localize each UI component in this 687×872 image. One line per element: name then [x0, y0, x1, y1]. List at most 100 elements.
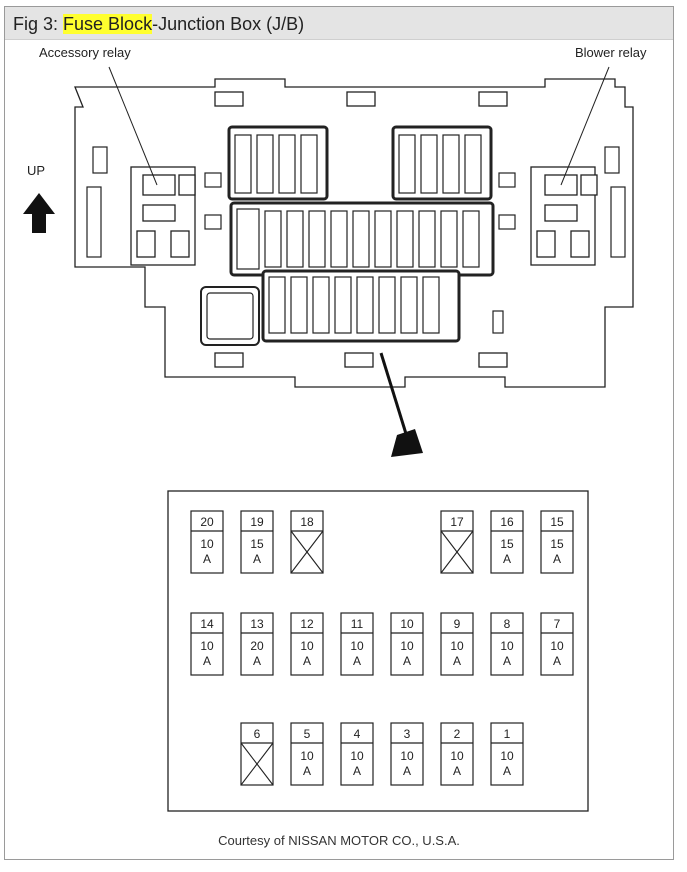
side-connectors	[86, 146, 626, 258]
fuse-cell-outline	[290, 722, 324, 786]
accessory-relay-label: Accessory relay	[39, 45, 131, 60]
fuse-11: 11 10A	[340, 612, 374, 676]
fuse-cell-outline	[190, 612, 224, 676]
fuse-cell-outline	[490, 722, 524, 786]
blower-relay-label: Blower relay	[575, 45, 647, 60]
empty-slot-cross	[240, 742, 274, 786]
fuse-unit: A	[253, 552, 261, 566]
fuse-number: 7	[554, 617, 561, 631]
fuse-cell-outline	[440, 612, 474, 676]
fuse-amp: 20	[250, 639, 264, 653]
fuse-cell-outline	[390, 722, 424, 786]
junction-box-diagram: Accessory relay Blower relay UP	[23, 45, 647, 812]
fuse-cell-outline	[340, 612, 374, 676]
fuse-18: 18	[290, 510, 324, 574]
caption: Courtesy of NISSAN MOTOR CO., U.S.A.	[218, 833, 460, 848]
fuse-unit: A	[303, 764, 311, 778]
fuse-amp: 10	[350, 749, 364, 763]
fuse-cell-outline	[190, 510, 224, 574]
fuse-cell-outline	[490, 612, 524, 676]
fuse-number: 6	[254, 727, 261, 741]
junction-box-outline	[74, 78, 634, 388]
fuse-number: 10	[400, 617, 414, 631]
fuse-amp: 10	[300, 749, 314, 763]
fuse-unit: A	[453, 654, 461, 668]
middle-fuse-row	[229, 201, 495, 277]
fuse-unit: A	[453, 764, 461, 778]
fuse-number: 2	[454, 727, 461, 741]
figure-frame: Fig 3: Fuse Block-Junction Box (J/B) Acc…	[4, 6, 674, 860]
fuse-amp: 10	[300, 639, 314, 653]
fuse-cell-outline	[240, 510, 274, 574]
fuse-unit: A	[403, 764, 411, 778]
fuse-2: 2 10A	[440, 722, 474, 786]
fuse-number: 11	[351, 617, 364, 631]
empty-slot-cross	[440, 530, 474, 574]
fuse-cell-outline	[290, 510, 324, 574]
fuse-amp: 10	[400, 749, 414, 763]
lower-fuse-row	[261, 269, 461, 343]
title-prefix: Fig 3:	[13, 14, 64, 34]
accessory-relay-block	[130, 166, 196, 266]
fuse-unit: A	[253, 654, 261, 668]
fuse-number: 8	[504, 617, 511, 631]
fuse-cell-outline	[440, 722, 474, 786]
fuse-amp: 15	[500, 537, 514, 551]
fuse-unit: A	[303, 654, 311, 668]
blower-relay-leader	[560, 66, 610, 186]
title-suffix: -Junction Box (J/B)	[152, 14, 305, 34]
fuse-5: 5 10A	[290, 722, 324, 786]
fuse-unit: A	[203, 552, 211, 566]
fuse-amp: 10	[500, 639, 514, 653]
fuse-cell-outline	[240, 612, 274, 676]
fuse-amp: 10	[500, 749, 514, 763]
fuse-unit: A	[503, 552, 511, 566]
up-label: UP	[27, 163, 45, 178]
fuse-amp: 10	[400, 639, 414, 653]
fuse-number: 1	[504, 727, 511, 741]
fuse-16: 16 15A	[490, 510, 524, 574]
pointer-arrow-shaft	[379, 352, 409, 438]
title-highlight: Fuse Block	[63, 14, 153, 34]
fuse-cell-outline	[440, 510, 474, 574]
fuse-amp: 10	[200, 537, 214, 551]
fuse-amp: 10	[200, 639, 214, 653]
fuse-number: 17	[450, 515, 464, 529]
fuse-3: 3 10A	[390, 722, 424, 786]
fuse-number: 18	[300, 515, 314, 529]
fuse-unit: A	[503, 654, 511, 668]
upper-right-fuse-group	[391, 125, 493, 201]
fuse-unit: A	[203, 654, 211, 668]
fuse-cell-outline	[340, 722, 374, 786]
fuse-unit: A	[503, 764, 511, 778]
fuse-cell-outline	[290, 612, 324, 676]
top-connectors	[214, 91, 508, 368]
fuse-unit: A	[553, 552, 561, 566]
fuse-number: 3	[404, 727, 411, 741]
fuse-number: 9	[454, 617, 461, 631]
fuse-amp: 10	[450, 749, 464, 763]
fuse-number: 5	[304, 727, 311, 741]
fuse-cell-outline	[540, 612, 574, 676]
fuse-cell-outline	[240, 722, 274, 786]
fuse-number: 16	[500, 515, 514, 529]
fuse-layout-panel	[167, 490, 589, 812]
fuse-number: 15	[550, 515, 564, 529]
blower-relay-block	[530, 166, 598, 266]
fuse-number: 19	[250, 515, 264, 529]
main-relay-socket	[200, 286, 260, 346]
fuse-amp: 15	[550, 537, 564, 551]
fuse-unit: A	[353, 654, 361, 668]
fuse-unit: A	[553, 654, 561, 668]
fuse-amp: 10	[350, 639, 364, 653]
